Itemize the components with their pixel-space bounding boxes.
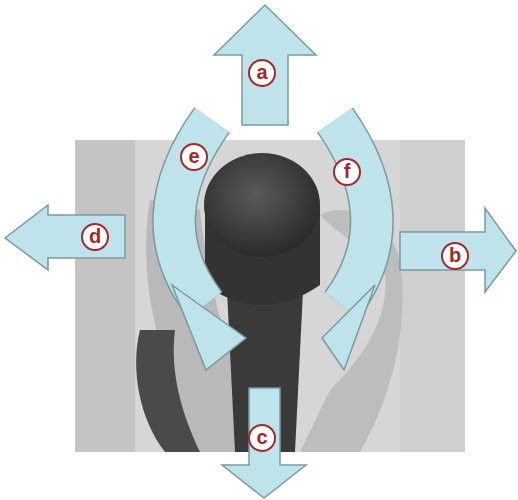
joystick-knob-top	[204, 153, 320, 257]
arrow-right	[400, 208, 516, 292]
rotation-arrow-heads	[172, 285, 375, 370]
callout-letter: f	[333, 158, 361, 186]
photo-shade	[75, 140, 135, 452]
photo-shade	[400, 140, 465, 452]
arrow-down	[222, 388, 306, 498]
arrow-head	[172, 285, 246, 370]
callout-letter: a	[248, 59, 276, 87]
arrow-rotate-right	[335, 120, 372, 305]
callout-letter: e	[180, 143, 208, 171]
arrow-left	[5, 205, 125, 270]
callout-letter: d	[81, 223, 109, 251]
direction-arrows	[5, 5, 516, 498]
arrow-rotate-right-outline	[335, 120, 372, 305]
arrow-up	[214, 5, 316, 125]
arrow-head	[322, 285, 375, 370]
base-shadow	[136, 330, 200, 452]
arrow-rotate-left	[174, 120, 212, 305]
callout-letter: b	[441, 242, 469, 270]
arrow-rotate-left-outline	[174, 120, 212, 305]
rotation-arrows	[174, 120, 372, 305]
callout-letter: c	[248, 424, 276, 452]
